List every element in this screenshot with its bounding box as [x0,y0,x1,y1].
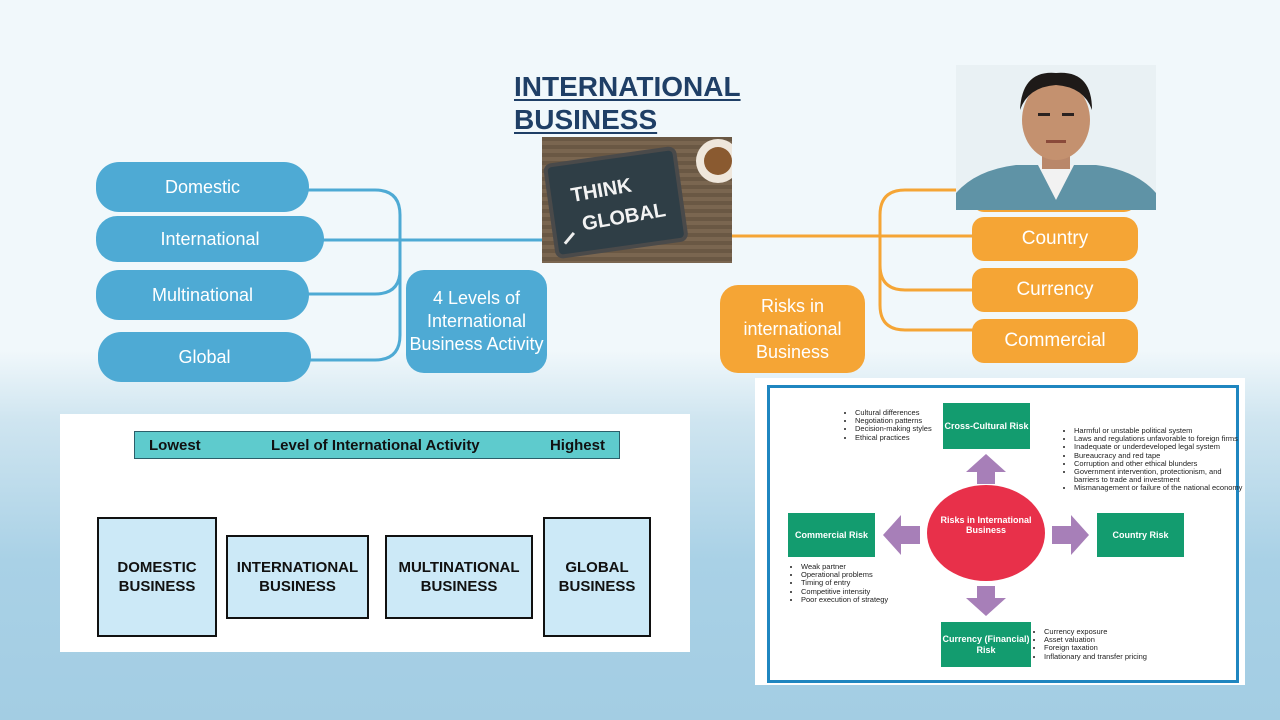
list-item: Weak partner [801,562,921,571]
country-risk-list: Harmful or unstable political system Law… [1064,426,1244,493]
box-international-business: INTERNATIONAL BUSINESS [226,535,369,619]
currency-risk-list: Currency exposure Asset valuation Foreig… [1034,627,1184,661]
risk-center-label: Risks in International Business [940,515,1032,535]
risk-pill-currency: Currency [972,268,1138,312]
level-pill-multinational: Multinational [96,270,309,320]
box-multinational-business: MULTINATIONAL BUSINESS [385,535,533,619]
arrow-up [966,454,1006,484]
cross-cultural-risk-box: Cross-Cultural Risk [943,403,1030,449]
arrow-down [966,586,1006,616]
bar-highest: Highest [549,436,605,454]
risks-hub: Risks in international Business [720,285,865,373]
list-item: Negotiation patterns [855,416,950,425]
list-item: Inadequate or underdeveloped legal syste… [1074,443,1244,451]
cross-cultural-list: Cultural differences Negotiation pattern… [845,408,950,442]
list-item: Bureaucracy and red tape [1074,451,1244,460]
list-item: Asset valuation [1044,635,1184,644]
think-global-photo: THINK GLOBAL [542,137,732,263]
center-circle [927,485,1045,581]
list-item: Mismanagement or failure of the national… [1074,484,1244,492]
presenter-webcam [956,65,1156,210]
list-item: Cultural differences [855,408,950,417]
title-line-2: BUSINESS [514,104,658,135]
country-risk-box: Country Risk [1097,513,1184,557]
currency-risk-box: Currency (Financial) Risk [941,622,1031,667]
title-line-1: INTERNATIONAL [514,71,741,102]
list-item: Government intervention, protectionism, … [1074,467,1244,484]
commercial-risk-list: Weak partner Operational problems Timing… [791,562,921,604]
list-item: Currency exposure [1044,627,1184,636]
arrow-left [883,515,920,555]
list-item: Inflationary and transfer pricing [1044,652,1184,661]
level-pill-international: International [96,216,324,262]
list-item: Corruption and other ethical blunders [1074,459,1244,468]
risk-pill-commercial: Commercial [972,319,1138,363]
list-item: Harmful or unstable political system [1074,426,1244,435]
levels-hub: 4 Levels of International Business Activ… [406,270,547,373]
list-item: Timing of entry [801,579,921,587]
level-pill-domestic: Domestic [96,162,309,212]
arrow-right [1052,515,1089,555]
bar-lowest: Lowest [149,436,201,454]
list-item: Foreign taxation [1044,644,1184,652]
risk-pill-country: Country [972,217,1138,261]
list-item: Competitive intensity [801,587,921,596]
list-item: Decision-making styles [855,425,950,433]
box-domestic-business: DOMESTIC BUSINESS [97,517,217,637]
list-item: Operational problems [801,570,921,579]
risk-diagram-graphics [883,454,1089,616]
bar-center: Level of International Activity [271,436,480,454]
commercial-risk-box: Commercial Risk [788,513,875,557]
list-item: Laws and regulations unfavorable to fore… [1074,434,1244,443]
chalkboard-image: THINK GLOBAL [542,137,732,263]
level-pill-global: Global [98,332,311,382]
box-global-business: GLOBAL BUSINESS [543,517,651,637]
list-item: Poor execution of strategy [801,595,921,604]
list-item: Ethical practices [855,433,950,442]
activity-level-bar: Lowest Level of International Activity H… [134,431,620,459]
page-title: INTERNATIONAL BUSINESS [514,70,741,136]
presenter-avatar [956,65,1156,210]
